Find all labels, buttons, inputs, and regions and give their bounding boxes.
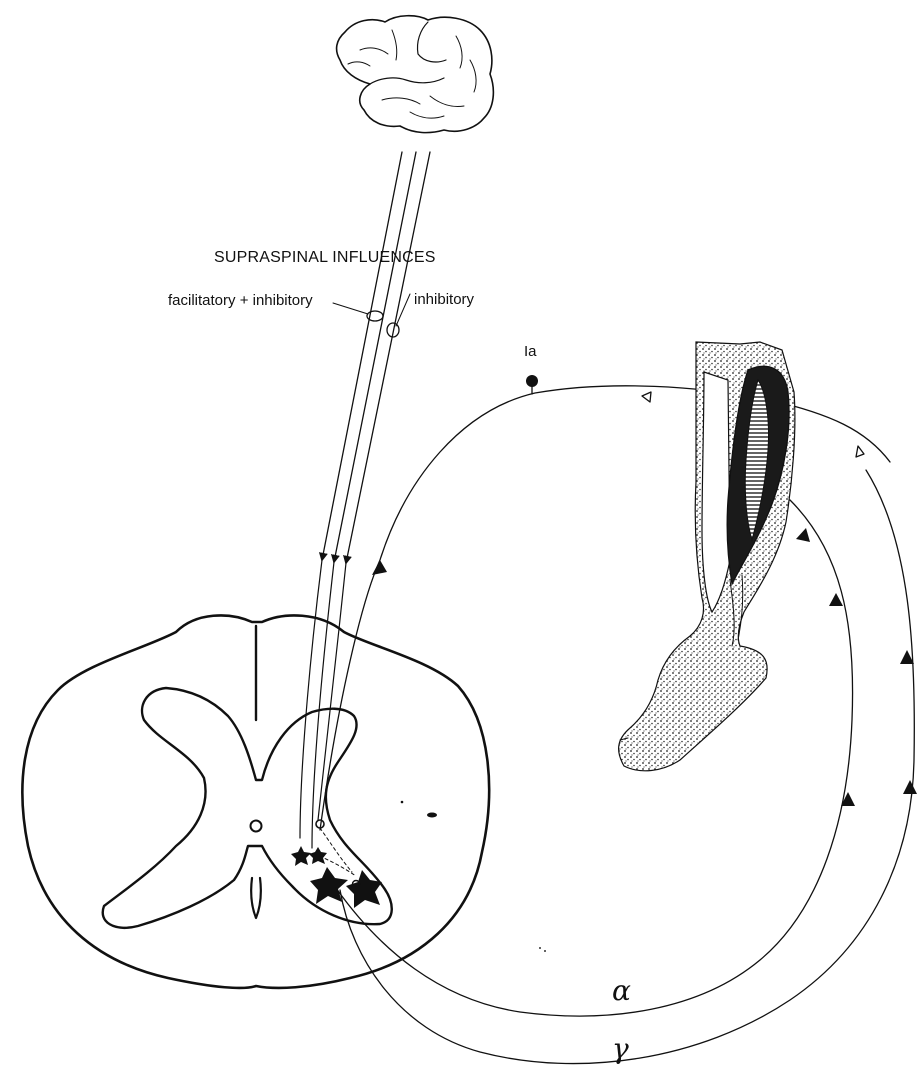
print-specks (401, 801, 546, 952)
label-inhibitory: inhibitory (414, 291, 475, 308)
brain-drawing (337, 16, 494, 133)
label-supraspinal-influences: SUPRASPINAL INFLUENCES (214, 249, 436, 266)
spinal-cord-section (22, 615, 489, 988)
ia-cell-body (526, 375, 538, 387)
label-alpha: α (612, 974, 631, 1007)
gamma-motor-neuron-1 (291, 846, 311, 866)
leg-muscle-drawing (619, 342, 795, 771)
alpha-motor-neuron-1 (310, 867, 348, 904)
label-facilitatory-inhibitory: facilitatory + inhibitory (168, 292, 313, 309)
gamma-motor-neuron-2 (309, 847, 327, 864)
alpha-motor-neuron-2 (346, 870, 382, 908)
label-ia: Ia (524, 343, 537, 360)
label-gamma: γ (612, 1032, 629, 1065)
ia-afferent-pathway (320, 375, 890, 830)
